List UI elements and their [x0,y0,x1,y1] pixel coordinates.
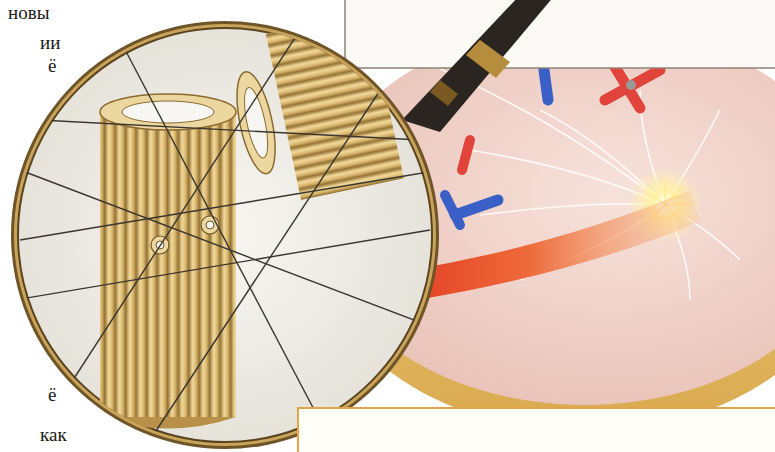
text-fragment: как [40,424,67,446]
text-fragment: ё [48,384,56,406]
text-fragment: ии [40,32,60,54]
text-fragment: новы [8,2,49,24]
text-fragment: ё [48,55,56,77]
